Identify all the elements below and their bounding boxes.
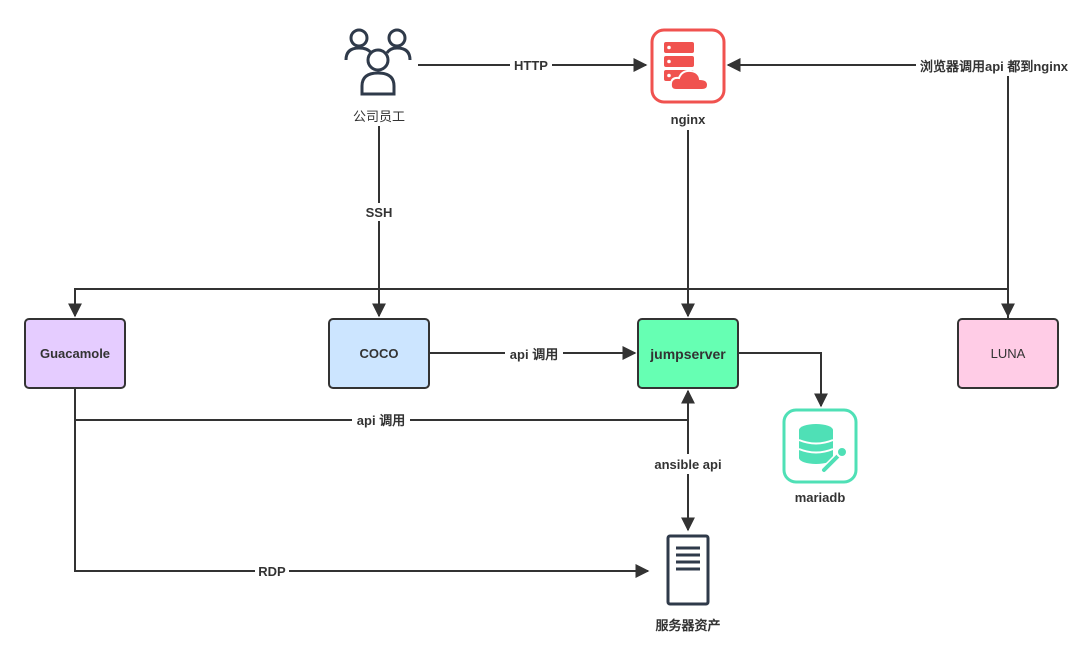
- edge-label-http: HTTP: [514, 58, 548, 73]
- database-wrench-icon: [798, 424, 848, 474]
- edge-ssh: SSH: [362, 126, 396, 318]
- coco-label: COCO: [360, 346, 399, 361]
- node-coco: COCO: [328, 318, 430, 389]
- jumpserver-label: jumpserver: [649, 346, 726, 362]
- node-nginx: nginx: [650, 28, 726, 127]
- edge-rdp: RDP: [74, 420, 650, 580]
- server-cloud-icon: [664, 42, 710, 91]
- node-jumpserver: jumpserver: [637, 318, 739, 389]
- employees-label: 公司员工: [353, 109, 405, 124]
- node-servers: 服务器资产: [655, 534, 721, 633]
- edge-label-guac-api: api 调用: [357, 413, 405, 428]
- luna-label: LUNA: [991, 346, 1026, 361]
- node-luna: LUNA: [957, 318, 1059, 389]
- edge-ansible: ansible api: [648, 420, 728, 532]
- edge-http: HTTP: [418, 56, 648, 74]
- edge-guac-api: api 调用: [74, 388, 695, 429]
- node-employees: 公司员工: [344, 28, 412, 124]
- edge-browser-api: 浏览器调用api 都到nginx: [726, 56, 1074, 318]
- guacamole-label: Guacamole: [40, 346, 110, 361]
- node-guacamole: Guacamole: [24, 318, 126, 389]
- edge-coco-api: api 调用: [429, 345, 637, 363]
- edge-nginx-distribution: [68, 288, 1015, 318]
- edge-label-browser-api: 浏览器调用api 都到nginx: [920, 59, 1069, 74]
- edge-label-ssh: SSH: [366, 205, 393, 220]
- edge-jumpserver-mariadb: [738, 352, 828, 408]
- servers-label: 服务器资产: [655, 618, 720, 633]
- server-tower-icon: [666, 534, 710, 606]
- nginx-label: nginx: [671, 112, 706, 127]
- edge-label-coco-api: api 调用: [510, 347, 558, 362]
- edge-label-ansible: ansible api: [654, 457, 721, 472]
- users-icon: [344, 28, 412, 96]
- node-mariadb: mariadb: [782, 408, 858, 505]
- mariadb-label: mariadb: [795, 490, 846, 505]
- edge-label-rdp: RDP: [258, 564, 286, 579]
